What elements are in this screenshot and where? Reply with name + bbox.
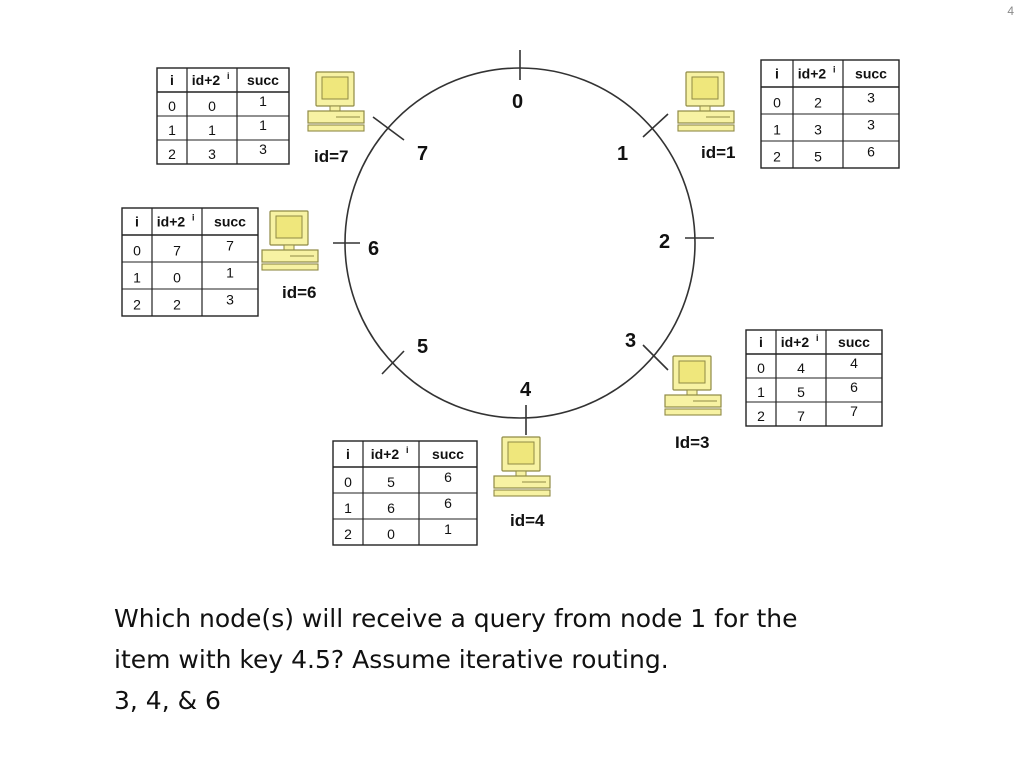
computer-icon-node-3 <box>664 355 722 416</box>
table-header-i: i <box>135 214 139 230</box>
table-header-superscript: i <box>227 71 230 81</box>
table-cell: 7 <box>797 408 805 424</box>
table-cell: 1 <box>226 265 234 281</box>
table-header-i: i <box>775 66 779 82</box>
table-cell: 2 <box>173 297 181 313</box>
node-label-1: id=1 <box>701 143 736 162</box>
finger-table-node-4: i id+2 i succ 0 5 6 1 6 6 2 0 1 <box>332 440 478 546</box>
ring-circle <box>344 67 696 419</box>
table-cell: 0 <box>344 474 352 490</box>
table-header-superscript: i <box>816 333 819 343</box>
table-cell: 7 <box>173 243 181 259</box>
ring-position-4: 4 <box>520 379 532 401</box>
table-cell: 1 <box>259 93 267 109</box>
page-number: 4 <box>1007 4 1014 18</box>
finger-table-node-6: i id+2 i succ 0 7 7 1 0 1 2 2 3 <box>121 207 259 317</box>
computer-icon-node-4 <box>493 436 551 497</box>
ring-ticks <box>333 50 714 435</box>
table-cell: 0 <box>208 98 216 114</box>
table-cell: 5 <box>797 384 805 400</box>
table-header-succ: succ <box>214 214 246 230</box>
node-label-7: id=7 <box>314 147 349 166</box>
table-cell: 0 <box>773 95 781 111</box>
table-cell: 6 <box>387 500 395 516</box>
table-header-i: i <box>346 446 350 462</box>
table-header-target: id+2 <box>192 72 221 88</box>
table-cell: 1 <box>208 122 216 138</box>
question-line-2: item with key 4.5? Assume iterative rout… <box>114 645 669 674</box>
computer-icon-node-1 <box>677 71 735 132</box>
table-cell: 1 <box>444 521 452 537</box>
table-cell: 5 <box>387 474 395 490</box>
table-cell: 3 <box>867 90 875 106</box>
table-header-i: i <box>759 334 763 350</box>
table-cell: 5 <box>814 149 822 165</box>
table-cell: 1 <box>344 500 352 516</box>
table-cell: 3 <box>867 117 875 133</box>
table-cell: 0 <box>168 98 176 114</box>
table-cell: 1 <box>757 384 765 400</box>
table-cell: 4 <box>850 355 858 371</box>
table-cell: 2 <box>773 149 781 165</box>
node-label-6: id=6 <box>282 283 317 302</box>
table-cell: 0 <box>173 270 181 286</box>
table-cell: 0 <box>133 243 141 259</box>
table-cell: 6 <box>444 469 452 485</box>
table-cell: 3 <box>208 146 216 162</box>
node-label-3: Id=3 <box>675 433 710 452</box>
ring-position-3: 3 <box>625 330 636 352</box>
table-header-superscript: i <box>406 445 409 455</box>
table-cell: 7 <box>850 403 858 419</box>
finger-table-node-1: i id+2 i succ 0 2 3 1 3 3 2 5 6 <box>760 59 900 169</box>
table-cell: 4 <box>797 360 805 376</box>
question-line-1: Which node(s) will receive a query from … <box>114 604 798 633</box>
table-header-superscript: i <box>192 213 195 223</box>
node-label-4: id=4 <box>510 511 545 530</box>
table-header-i: i <box>170 72 174 88</box>
table-header-superscript: i <box>833 65 836 75</box>
table-header-succ: succ <box>247 72 279 88</box>
ring-position-7: 7 <box>417 143 428 165</box>
ring-position-0: 0 <box>512 91 523 113</box>
table-cell: 2 <box>168 146 176 162</box>
table-header-target: id+2 <box>371 446 400 462</box>
ring-position-5: 5 <box>417 336 428 358</box>
answer-line: 3, 4, & 6 <box>114 686 221 715</box>
ring-position-6: 6 <box>368 238 379 260</box>
table-cell: 3 <box>226 292 234 308</box>
table-cell: 6 <box>850 379 858 395</box>
table-cell: 7 <box>226 238 234 254</box>
table-cell: 2 <box>757 408 765 424</box>
table-cell: 2 <box>344 526 352 542</box>
table-cell: 2 <box>814 95 822 111</box>
ring-position-1: 1 <box>617 143 628 165</box>
table-cell: 0 <box>387 526 395 542</box>
computer-icon-node-6 <box>261 210 319 271</box>
table-cell: 0 <box>757 360 765 376</box>
finger-table-node-3: i id+2 i succ 0 4 4 1 5 6 2 7 7 <box>745 329 883 427</box>
computer-icon-node-7 <box>307 71 365 132</box>
table-cell: 3 <box>259 141 267 157</box>
ring-position-2: 2 <box>659 231 670 253</box>
table-cell: 6 <box>444 495 452 511</box>
table-cell: 1 <box>773 122 781 138</box>
table-cell: 6 <box>867 144 875 160</box>
table-header-target: id+2 <box>781 334 810 350</box>
table-cell: 1 <box>133 270 141 286</box>
table-header-succ: succ <box>432 446 464 462</box>
table-cell: 3 <box>814 122 822 138</box>
question-text: Which node(s) will receive a query from … <box>114 598 934 721</box>
finger-table-node-7: i id+2 i succ 0 0 1 1 1 1 2 3 3 <box>156 67 290 165</box>
table-cell: 1 <box>259 117 267 133</box>
table-header-succ: succ <box>855 66 887 82</box>
chord-ring-diagram: 0 1 2 3 4 5 6 7 id=7 id=1 id=6 Id=3 id=4… <box>121 50 900 546</box>
table-cell: 1 <box>168 122 176 138</box>
table-header-target: id+2 <box>157 214 186 230</box>
table-cell: 2 <box>133 297 141 313</box>
table-header-succ: succ <box>838 334 870 350</box>
table-header-target: id+2 <box>798 66 827 82</box>
